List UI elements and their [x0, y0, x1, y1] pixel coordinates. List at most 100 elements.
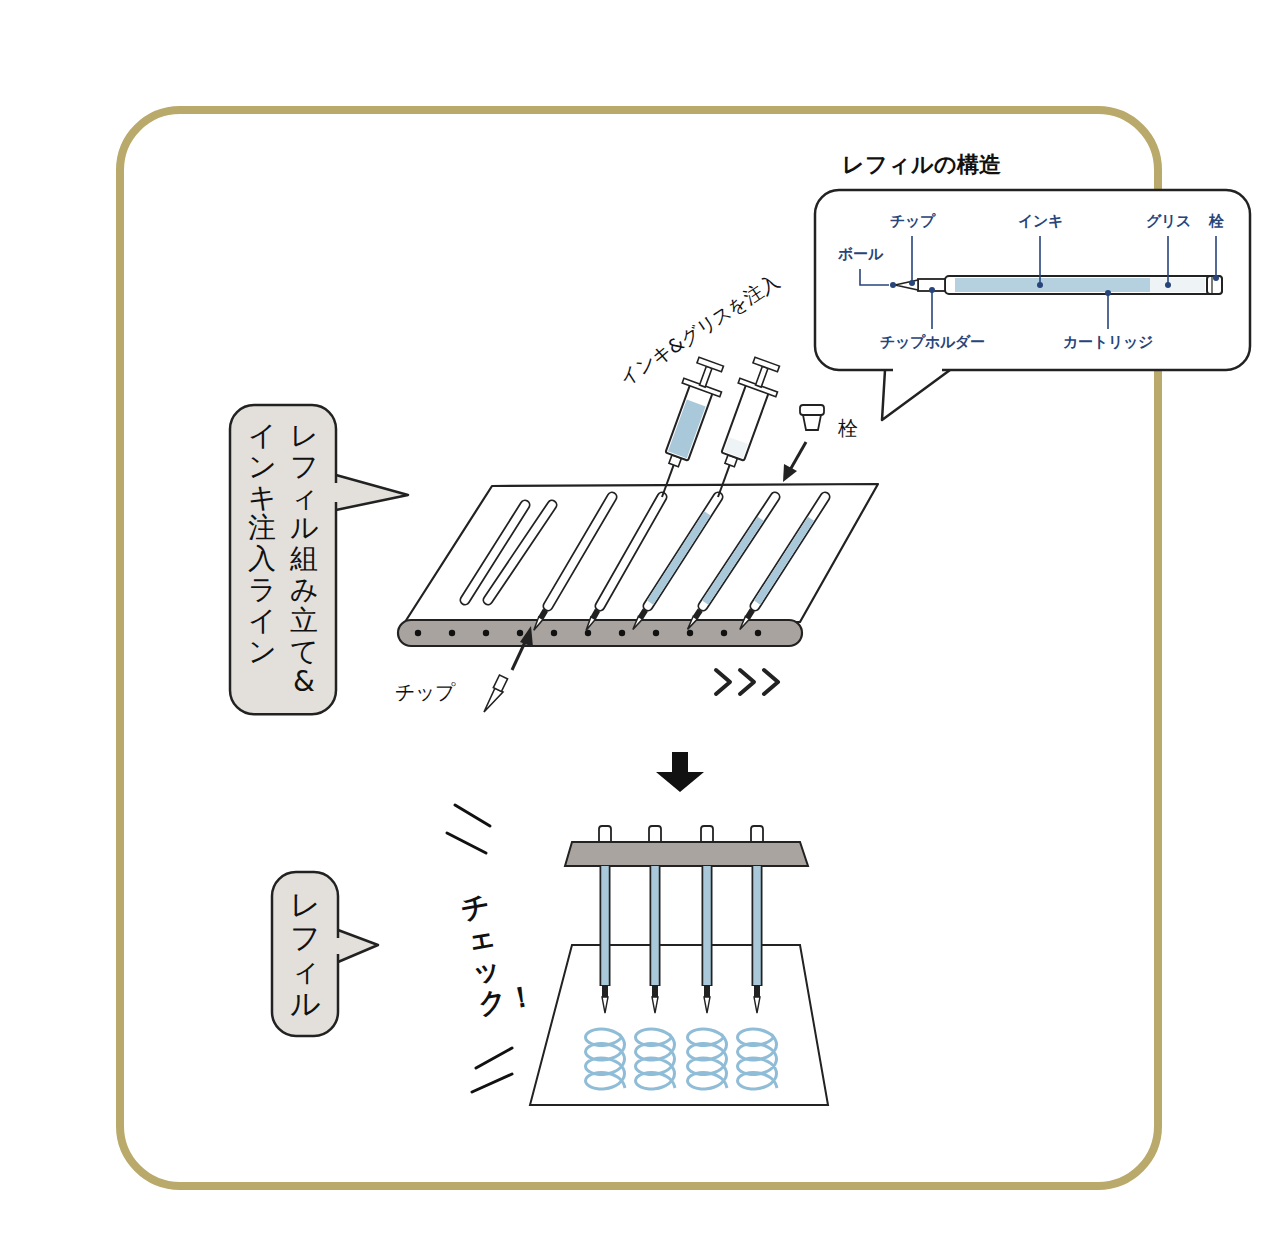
drawing-group: [398, 236, 1222, 1105]
part-label: 栓: [838, 417, 858, 440]
tip-holder: [704, 986, 710, 998]
syringe: [643, 355, 730, 504]
plunger-rod: [700, 366, 712, 387]
check-label: チェック！: [459, 889, 509, 1021]
refill-outline: [650, 866, 661, 986]
refill-structure: [860, 236, 1222, 329]
plunger-thumb: [697, 357, 723, 372]
tip-cone: [704, 997, 710, 1013]
belt-refills: [465, 497, 825, 630]
emphasis-line: [455, 805, 490, 826]
leader-dot: [909, 280, 915, 286]
refill-ink: [705, 519, 760, 603]
rack-refills: [602, 866, 760, 1013]
cartridge: [945, 276, 1222, 294]
refill-ink: [601, 866, 609, 985]
bubble: [815, 190, 1250, 420]
ball-dot: [890, 282, 896, 288]
refill-outline: [755, 497, 825, 606]
emphasis-line: [472, 1074, 512, 1092]
tip-holder: [602, 986, 608, 998]
refill-body: [488, 505, 552, 600]
scribble: [738, 1029, 777, 1089]
refill-outline: [548, 497, 612, 606]
leader-dot: [1105, 290, 1111, 296]
roller-hole: [687, 630, 693, 636]
bubble-joint: [893, 366, 942, 373]
part-name: チップホルダー: [880, 334, 985, 351]
leader-line: [860, 269, 889, 285]
bubble: [272, 872, 378, 1036]
tip-holder: [747, 610, 752, 618]
process-callout: レフィル組み立て&インキ注入ライン: [230, 405, 336, 714]
refill-outline: [488, 505, 552, 600]
bubble-body: [230, 405, 336, 714]
bubble-tail: [336, 475, 408, 510]
tip-cone: [633, 616, 643, 629]
plug-arrowhead: [783, 464, 797, 482]
part-label: チップ: [395, 681, 455, 704]
test-paper: [530, 945, 828, 1105]
leader-line: [931, 292, 933, 329]
bubble-body: [272, 872, 338, 1036]
leader-lines: [860, 236, 1216, 329]
tip-holder: [754, 986, 760, 998]
refill-outline: [702, 866, 713, 986]
plug-line: [1211, 277, 1212, 293]
chevron: [716, 670, 730, 694]
roller-hole: [517, 630, 523, 636]
bubble: [230, 405, 408, 714]
part-name: グリス: [1146, 213, 1191, 230]
roller-holes: [415, 630, 761, 636]
part-name: ボール: [838, 246, 883, 263]
callout-text: レフィル組み立て&: [290, 421, 318, 698]
refill-body: [755, 497, 825, 606]
refill-outline: [752, 866, 763, 986]
tip-cone: [534, 617, 543, 630]
belt-refill: [488, 505, 552, 600]
leader-line: [1215, 236, 1217, 276]
tip-cone: [652, 997, 658, 1013]
bubble-joint: [334, 938, 341, 954]
tip-holder: [541, 610, 546, 618]
refill-ink: [650, 513, 707, 602]
roller-hole: [483, 630, 489, 636]
grease-fill: [1150, 278, 1205, 292]
syringe-ink: [668, 400, 706, 459]
emphasis-line: [476, 1048, 512, 1068]
part-name: カートリッジ: [1063, 334, 1153, 351]
tip-cone: [895, 280, 918, 290]
tip-cone: [586, 617, 595, 630]
scribble: [688, 1029, 727, 1089]
tip-cone: [602, 997, 608, 1013]
roller-hole: [449, 630, 455, 636]
callout-heading: レフィルの構造: [842, 150, 1001, 180]
part-name: インキ: [1018, 213, 1063, 230]
tip-cone: [740, 616, 750, 629]
leader-line: [911, 236, 913, 281]
bubble-body: [815, 190, 1250, 370]
tip-arrow: [512, 640, 526, 670]
plug-icon: [800, 405, 824, 415]
leader-line: [1167, 236, 1169, 283]
roller-hole: [585, 630, 591, 636]
syringe-barrel: [721, 385, 768, 461]
roller-hole: [415, 630, 421, 636]
plug-icon: [803, 415, 821, 430]
tip-cone: [688, 616, 698, 629]
emphasis-line: [447, 833, 486, 853]
leader-dot: [1213, 275, 1219, 281]
scribble: [586, 1029, 625, 1089]
belt-top: [405, 484, 878, 622]
leader-line: [1039, 236, 1041, 283]
callout-text: レフィル: [290, 888, 320, 1020]
syringe: [699, 355, 786, 504]
refill-rack: [565, 842, 808, 866]
refill-ink: [757, 519, 811, 603]
tip-icon: [493, 675, 507, 692]
refill-ink: [753, 866, 761, 985]
roller-hole: [551, 630, 557, 636]
